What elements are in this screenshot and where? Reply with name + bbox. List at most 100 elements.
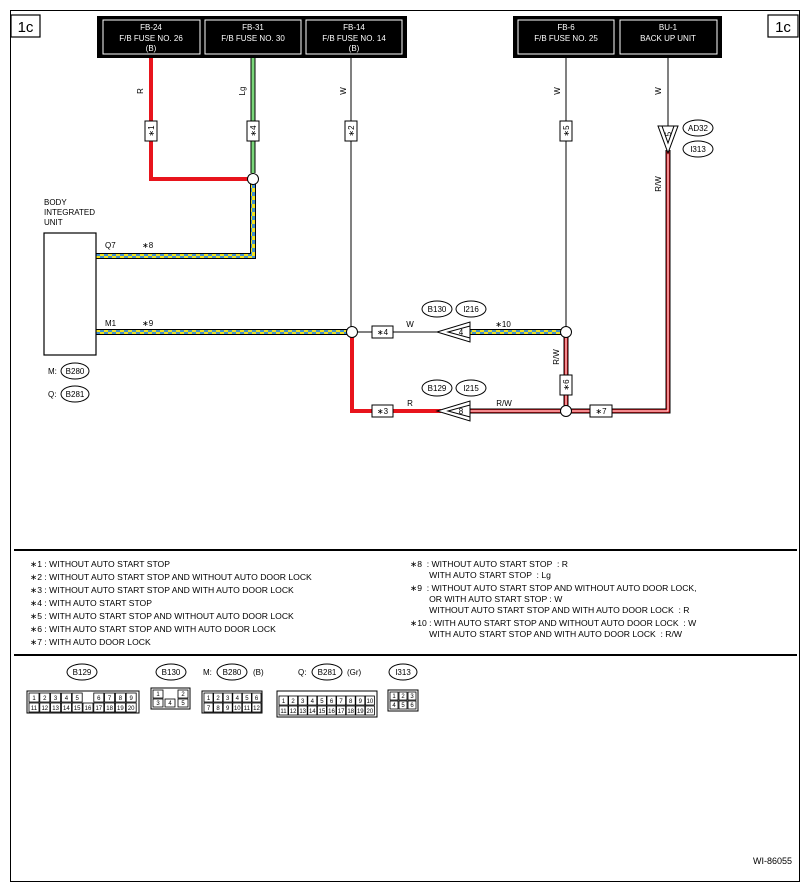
- connector-oval-b281: [60, 385, 90, 403]
- junction-node: [247, 173, 259, 185]
- pin-number: 5: [245, 696, 249, 702]
- legend-prefix-b281: Q:: [298, 668, 306, 677]
- pin-number: 2: [43, 696, 47, 702]
- pin-number: 4: [311, 699, 315, 705]
- wire-label-rw-mid: R/W: [552, 349, 561, 365]
- connector-label-b129: B129: [428, 384, 447, 393]
- star-box-s5: ∗5: [559, 120, 573, 142]
- figure-id: WI-86055: [753, 856, 792, 866]
- notes-right-list: ∗8 : WITHOUT AUTO START STOP : R WITH AU…: [410, 559, 697, 639]
- notes-left-list: ∗1 : WITHOUT AUTO START STOP ∗2 : WITHOU…: [30, 559, 312, 647]
- note-left: ∗7 : WITH AUTO DOOR LOCK: [30, 637, 151, 647]
- legend-label-b130: B130: [162, 668, 181, 677]
- wire-q7: [96, 184, 256, 259]
- pin-number: 16: [328, 709, 335, 715]
- pin-number: 14: [63, 706, 70, 712]
- pin-number: 20: [128, 706, 135, 712]
- wire-label-w-fb6: W: [553, 87, 562, 95]
- pin-number: 9: [359, 699, 363, 705]
- note-right: WITH AUTO START STOP AND WITH AUTO DOOR …: [410, 629, 683, 639]
- pin-number: 6: [255, 696, 259, 702]
- body-integrated-unit-box: [43, 232, 97, 356]
- pin-number: 3: [226, 696, 230, 702]
- wire-label-w-mid: W: [339, 87, 348, 95]
- wire-label-s10: ∗10: [495, 320, 511, 329]
- pin-number: 3: [301, 699, 305, 705]
- pin-number: 8: [349, 699, 353, 705]
- header-fb31-name: F/B FUSE NO. 30: [221, 34, 285, 43]
- connector-oval-ad32: [682, 119, 714, 137]
- pin-number: 5: [401, 703, 405, 709]
- connector-ad32-triangle: 5: [657, 125, 679, 155]
- pin-number: 10: [234, 706, 241, 712]
- pin-number: 3: [54, 696, 58, 702]
- pin-number: 1: [156, 692, 160, 698]
- legend-label-b280: B280: [223, 668, 242, 677]
- connector-b129-triangle: 8: [435, 400, 471, 422]
- fuse-header-group-left: FB-24 F/B FUSE NO. 26 (B) FB-31 F/B FUSE…: [97, 16, 407, 58]
- star-box-s2: ∗2: [344, 120, 358, 142]
- connector-label-i215: I215: [463, 384, 479, 393]
- wire-label-rw-lower: R/W: [496, 399, 512, 408]
- note-left: ∗5 : WITH AUTO START STOP AND WITHOUT AU…: [30, 611, 294, 621]
- connector-oval-i216: [455, 300, 487, 318]
- pin-number: 7: [207, 706, 211, 712]
- pin-number: 5: [76, 696, 80, 702]
- header-fb24-name: F/B FUSE NO. 26: [119, 34, 183, 43]
- pin-number: 12: [41, 706, 48, 712]
- header-fb24-note: (B): [146, 44, 157, 53]
- pin-number: 7: [339, 699, 343, 705]
- fuse-header-group-right: FB-6 F/B FUSE NO. 25 BU-1 BACK UP UNIT: [513, 16, 722, 58]
- pin-number: 1: [207, 696, 211, 702]
- junction-node: [560, 326, 572, 338]
- pin-number: 15: [319, 709, 326, 715]
- pin-number: 16: [85, 706, 92, 712]
- svg-text:∗3: ∗3: [377, 407, 389, 416]
- note-right: OR WITH AUTO START STOP : W: [410, 594, 563, 604]
- page-frame: [10, 10, 800, 882]
- note-left: ∗6 : WITH AUTO START STOP AND WITH AUTO …: [30, 624, 276, 634]
- connector-oval-i215: [455, 379, 487, 397]
- pin-number: 13: [299, 709, 306, 715]
- junction-node: [560, 405, 572, 417]
- pin-number: 18: [106, 706, 113, 712]
- pin-number: 4: [65, 696, 69, 702]
- unit-label-line2: INTEGRATED: [44, 208, 95, 217]
- pin-number: 3: [410, 694, 414, 700]
- pin-number: 2: [401, 694, 405, 700]
- connector-oval-b130: [421, 300, 453, 318]
- connector-b130-triangle: 4: [435, 321, 471, 343]
- svg-text:∗5: ∗5: [562, 125, 571, 137]
- connector-label-b280: B280: [66, 367, 85, 376]
- pin-number: 4: [236, 696, 240, 702]
- wire-label-rw-right: R/W: [654, 176, 663, 192]
- unit-m-prefix: M:: [48, 367, 57, 376]
- header-fb14-code: FB-14: [343, 23, 365, 32]
- pin-number: 2: [216, 696, 220, 702]
- pin-number: 8: [216, 706, 220, 712]
- header-fb14-note: (B): [349, 44, 360, 53]
- note-left: ∗2 : WITHOUT AUTO START STOP AND WITHOUT…: [30, 572, 312, 582]
- unit-pin-m1: M1: [105, 319, 117, 328]
- note-left: ∗1 : WITHOUT AUTO START STOP: [30, 559, 170, 569]
- note-right: WITH AUTO START STOP : Lg: [410, 570, 551, 580]
- star-box-s7: ∗7: [589, 404, 613, 418]
- star-box-s4-top: ∗4: [246, 120, 260, 142]
- pin-number: 7: [108, 696, 112, 702]
- pin-number: 3: [156, 701, 160, 707]
- connector-label-b130: B130: [428, 305, 447, 314]
- header-bu1-code: BU-1: [659, 23, 678, 32]
- svg-text:∗7: ∗7: [595, 407, 607, 416]
- svg-text:8: 8: [459, 407, 464, 416]
- pin-number: 17: [95, 706, 102, 712]
- pin-number: 12: [253, 706, 260, 712]
- star-box-s6: ∗6: [559, 374, 573, 396]
- star-box-s4-mid: ∗4: [371, 325, 394, 339]
- header-bu1-name: BACK UP UNIT: [640, 34, 696, 43]
